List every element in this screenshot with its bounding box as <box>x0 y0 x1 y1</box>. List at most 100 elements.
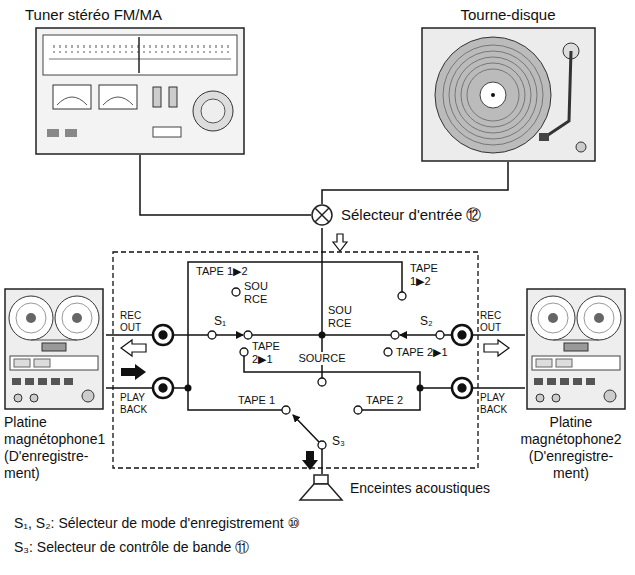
drawing-circle <box>552 394 560 402</box>
drawing-path <box>57 97 87 105</box>
drawing-path <box>333 234 347 251</box>
drawing-circle <box>282 406 290 414</box>
jack-label: REC OUT <box>480 310 501 334</box>
drawing-g <box>106 228 525 474</box>
drawing-rect <box>422 28 595 161</box>
drawing-rect <box>25 378 34 385</box>
drawing-circle <box>82 390 94 402</box>
drawing-circle <box>26 313 36 323</box>
drawing-rect <box>36 28 244 154</box>
node-label: Platine magnétophone1 (D'enregistre- men… <box>4 410 122 482</box>
drawing-rect <box>560 378 569 385</box>
drawing-line <box>553 340 599 341</box>
drawing-circle <box>458 384 466 392</box>
drawing-line <box>420 387 452 389</box>
drawing-circle <box>452 325 472 345</box>
drawing-circle <box>536 394 544 402</box>
drawing-circle <box>9 296 53 340</box>
drawing-circle <box>153 325 173 345</box>
drawing-circle <box>318 441 326 449</box>
drawing-circle <box>548 313 558 323</box>
drawing-circle <box>538 303 568 333</box>
drawing-circle <box>185 385 192 392</box>
drawing-circle <box>14 394 22 402</box>
turntable-unit: Tourne-disque <box>418 6 598 162</box>
switch-position-label: TAPE 2 <box>366 394 403 407</box>
drawing-rect <box>573 378 582 385</box>
selector-symbol <box>311 204 333 226</box>
drawing-line <box>106 334 153 336</box>
switch-position-label: SOU RCE <box>328 304 352 330</box>
drawing-circle <box>318 378 326 386</box>
drawing-circle <box>455 57 531 133</box>
drawing-rect <box>536 359 552 367</box>
tape-deck: Platine magnétophone1 (D'enregistre- men… <box>4 288 122 482</box>
drawing-path <box>103 97 133 105</box>
tape-deck-illustration <box>526 288 626 410</box>
drawing-line <box>49 59 231 60</box>
drawing-circle <box>398 292 406 300</box>
drawing-circle <box>16 303 46 333</box>
switch-position-label: TAPE 1 <box>238 394 275 407</box>
drawing-circle <box>480 82 506 108</box>
drawing-circle <box>240 348 248 356</box>
tuner-unit: Tuner stéréo FM/MA <box>25 6 255 155</box>
drawing-circle <box>461 63 525 127</box>
tape-deck: Platine magnétophone2 (D'enregistre- men… <box>512 288 630 482</box>
drawing-circle <box>312 205 332 225</box>
drawing-circle <box>244 331 252 339</box>
switch-position-label: TAPE 2▶1 <box>396 346 448 359</box>
node-label: Tourne-disque <box>418 6 598 27</box>
drawing-circle <box>436 331 444 339</box>
switch-name: S₂ <box>420 314 433 328</box>
drawing-rect <box>64 378 73 385</box>
drawing-g <box>153 288 472 449</box>
drawing-rect <box>34 359 50 367</box>
drawing-rect <box>556 359 572 367</box>
drawing-circle <box>354 406 362 414</box>
drawing-rect <box>14 359 30 367</box>
switch-position-label: TAPE 1▶2 <box>196 265 248 278</box>
drawing-rect <box>153 127 181 137</box>
drawing-circle <box>193 91 233 131</box>
drawing-rect <box>10 356 98 370</box>
switch-position-label: SOURCE <box>296 352 347 365</box>
tuner-illustration <box>35 27 245 155</box>
node-label: Sélecteur d'entrée ⑫ <box>341 206 481 224</box>
drawing-rect <box>43 35 237 75</box>
drawing-line <box>472 387 525 389</box>
drawing-rect <box>532 356 620 370</box>
drawing-circle <box>577 296 621 340</box>
drawing-path <box>302 451 318 470</box>
signal-line <box>140 155 311 215</box>
drawing-rect <box>547 378 556 385</box>
drawing-circle <box>30 394 38 402</box>
drawing-rect <box>51 378 60 385</box>
drawing-circle <box>443 45 543 145</box>
drawing-rect <box>5 289 103 409</box>
legend-note: S₃: Selecteur de contrôle de bande ⑪ <box>14 538 249 556</box>
jack-label: PLAY BACK <box>120 392 147 416</box>
drawing-line <box>472 334 525 336</box>
drawing-circle <box>531 296 575 340</box>
drawing-circle <box>391 331 399 339</box>
signal-line <box>322 162 508 204</box>
drawing-polyline <box>545 51 571 137</box>
drawing-rect <box>49 45 231 53</box>
switch-position-label: SOU RCE <box>244 280 268 306</box>
drawing-circle <box>319 332 326 339</box>
drawing-rect <box>539 133 549 141</box>
drawing-path <box>121 340 146 356</box>
drawing-rect <box>113 252 478 468</box>
drawing-line <box>216 334 243 336</box>
drawing-circle <box>72 313 82 323</box>
drawing-circle <box>449 51 537 139</box>
drawing-rect <box>169 87 177 107</box>
drawing-rect <box>534 378 543 385</box>
drawing-circle <box>384 348 392 356</box>
drawing-circle <box>604 390 616 402</box>
node-label: Enceintes acoustiques <box>350 480 490 497</box>
switch-position-label: TAPE 2▶1 <box>252 340 280 366</box>
switch-position-label: TAPE 1▶2 <box>410 262 438 288</box>
